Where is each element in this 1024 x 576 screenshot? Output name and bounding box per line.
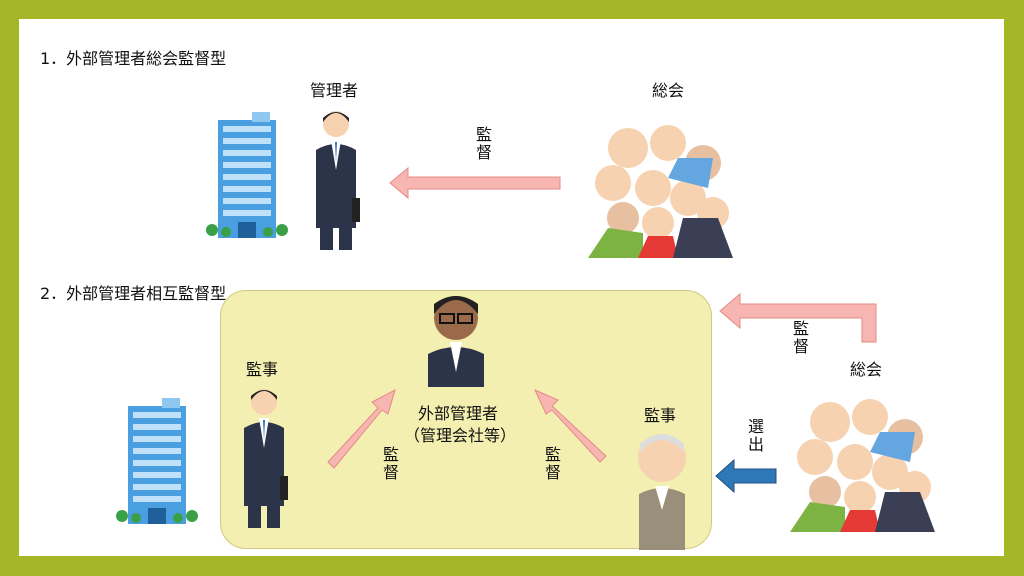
external-manager-label: 外部管理者: [418, 404, 499, 423]
external-manager-icon: [427, 295, 485, 388]
supervise-arrow-top: [719, 292, 877, 343]
building-icon: [206, 112, 288, 238]
right-supervise-label: 監督: [542, 446, 561, 482]
manager-label: 管理者: [310, 81, 359, 100]
assembly-crowd-icon: [790, 399, 935, 532]
supervise-label: 監督: [473, 126, 492, 162]
section2-title: 2．外部管理者相互監督型: [40, 284, 227, 303]
select-arrow: [715, 458, 777, 494]
manager-icon: [316, 111, 360, 250]
select-label: 選出: [745, 418, 764, 454]
left-supervise-label: 監督: [380, 446, 399, 482]
external-manager-sublabel: （管理会社等）: [404, 426, 517, 445]
auditor-left-label: 監事: [246, 360, 279, 379]
assembly-label-2: 総会: [850, 360, 883, 379]
auditor-left-icon: [244, 389, 288, 528]
building-icon: [116, 398, 198, 524]
assembly-label: 総会: [652, 81, 685, 100]
assembly-crowd-icon: [588, 125, 733, 258]
section1-title: 1．外部管理者総会監督型: [40, 49, 227, 68]
auditor-right-label: 監事: [644, 406, 677, 425]
supervise-arrow-right: [534, 389, 607, 463]
supervise-arrow-left: [327, 389, 396, 469]
auditor-right-icon: [638, 434, 686, 550]
supervise-arrow: [389, 166, 561, 200]
top-supervise-label: 監督: [790, 320, 809, 356]
